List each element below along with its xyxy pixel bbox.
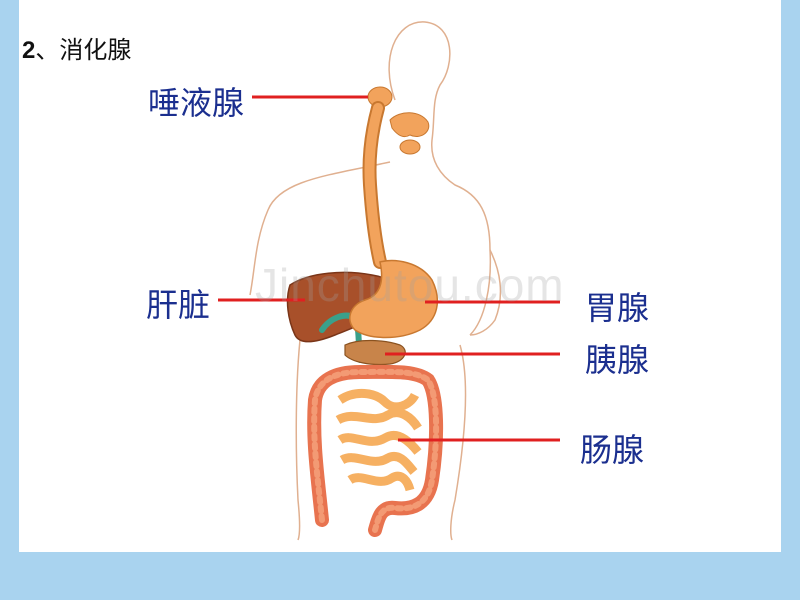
liver-label: 肝脏: [146, 286, 211, 324]
esophagus-fill: [364, 103, 385, 267]
salivary-gland-label: 唾液腺: [148, 84, 245, 122]
title-separator: 、: [35, 36, 60, 64]
small-intestine-shape: [335, 389, 422, 492]
pancreas-shape: [344, 339, 406, 366]
body-outline: [249, 21, 492, 541]
title-text: 消化腺: [59, 36, 132, 64]
stomach-shape: [349, 259, 439, 339]
sublingual-gland-shape: [399, 139, 421, 155]
title-number: 2: [22, 37, 36, 64]
slide-title: 2、消化腺: [22, 30, 131, 65]
large-intestine-inner: [311, 368, 440, 533]
right-arm-outline: [469, 249, 502, 336]
mouth-glands-shape: [389, 112, 430, 138]
gastric-gland-label: 胃腺: [585, 289, 650, 327]
intestinal-gland-label: 肠腺: [580, 431, 645, 469]
pancreas-label: 胰腺: [585, 341, 650, 379]
watermark-text: Jinchutou.com: [255, 259, 565, 311]
